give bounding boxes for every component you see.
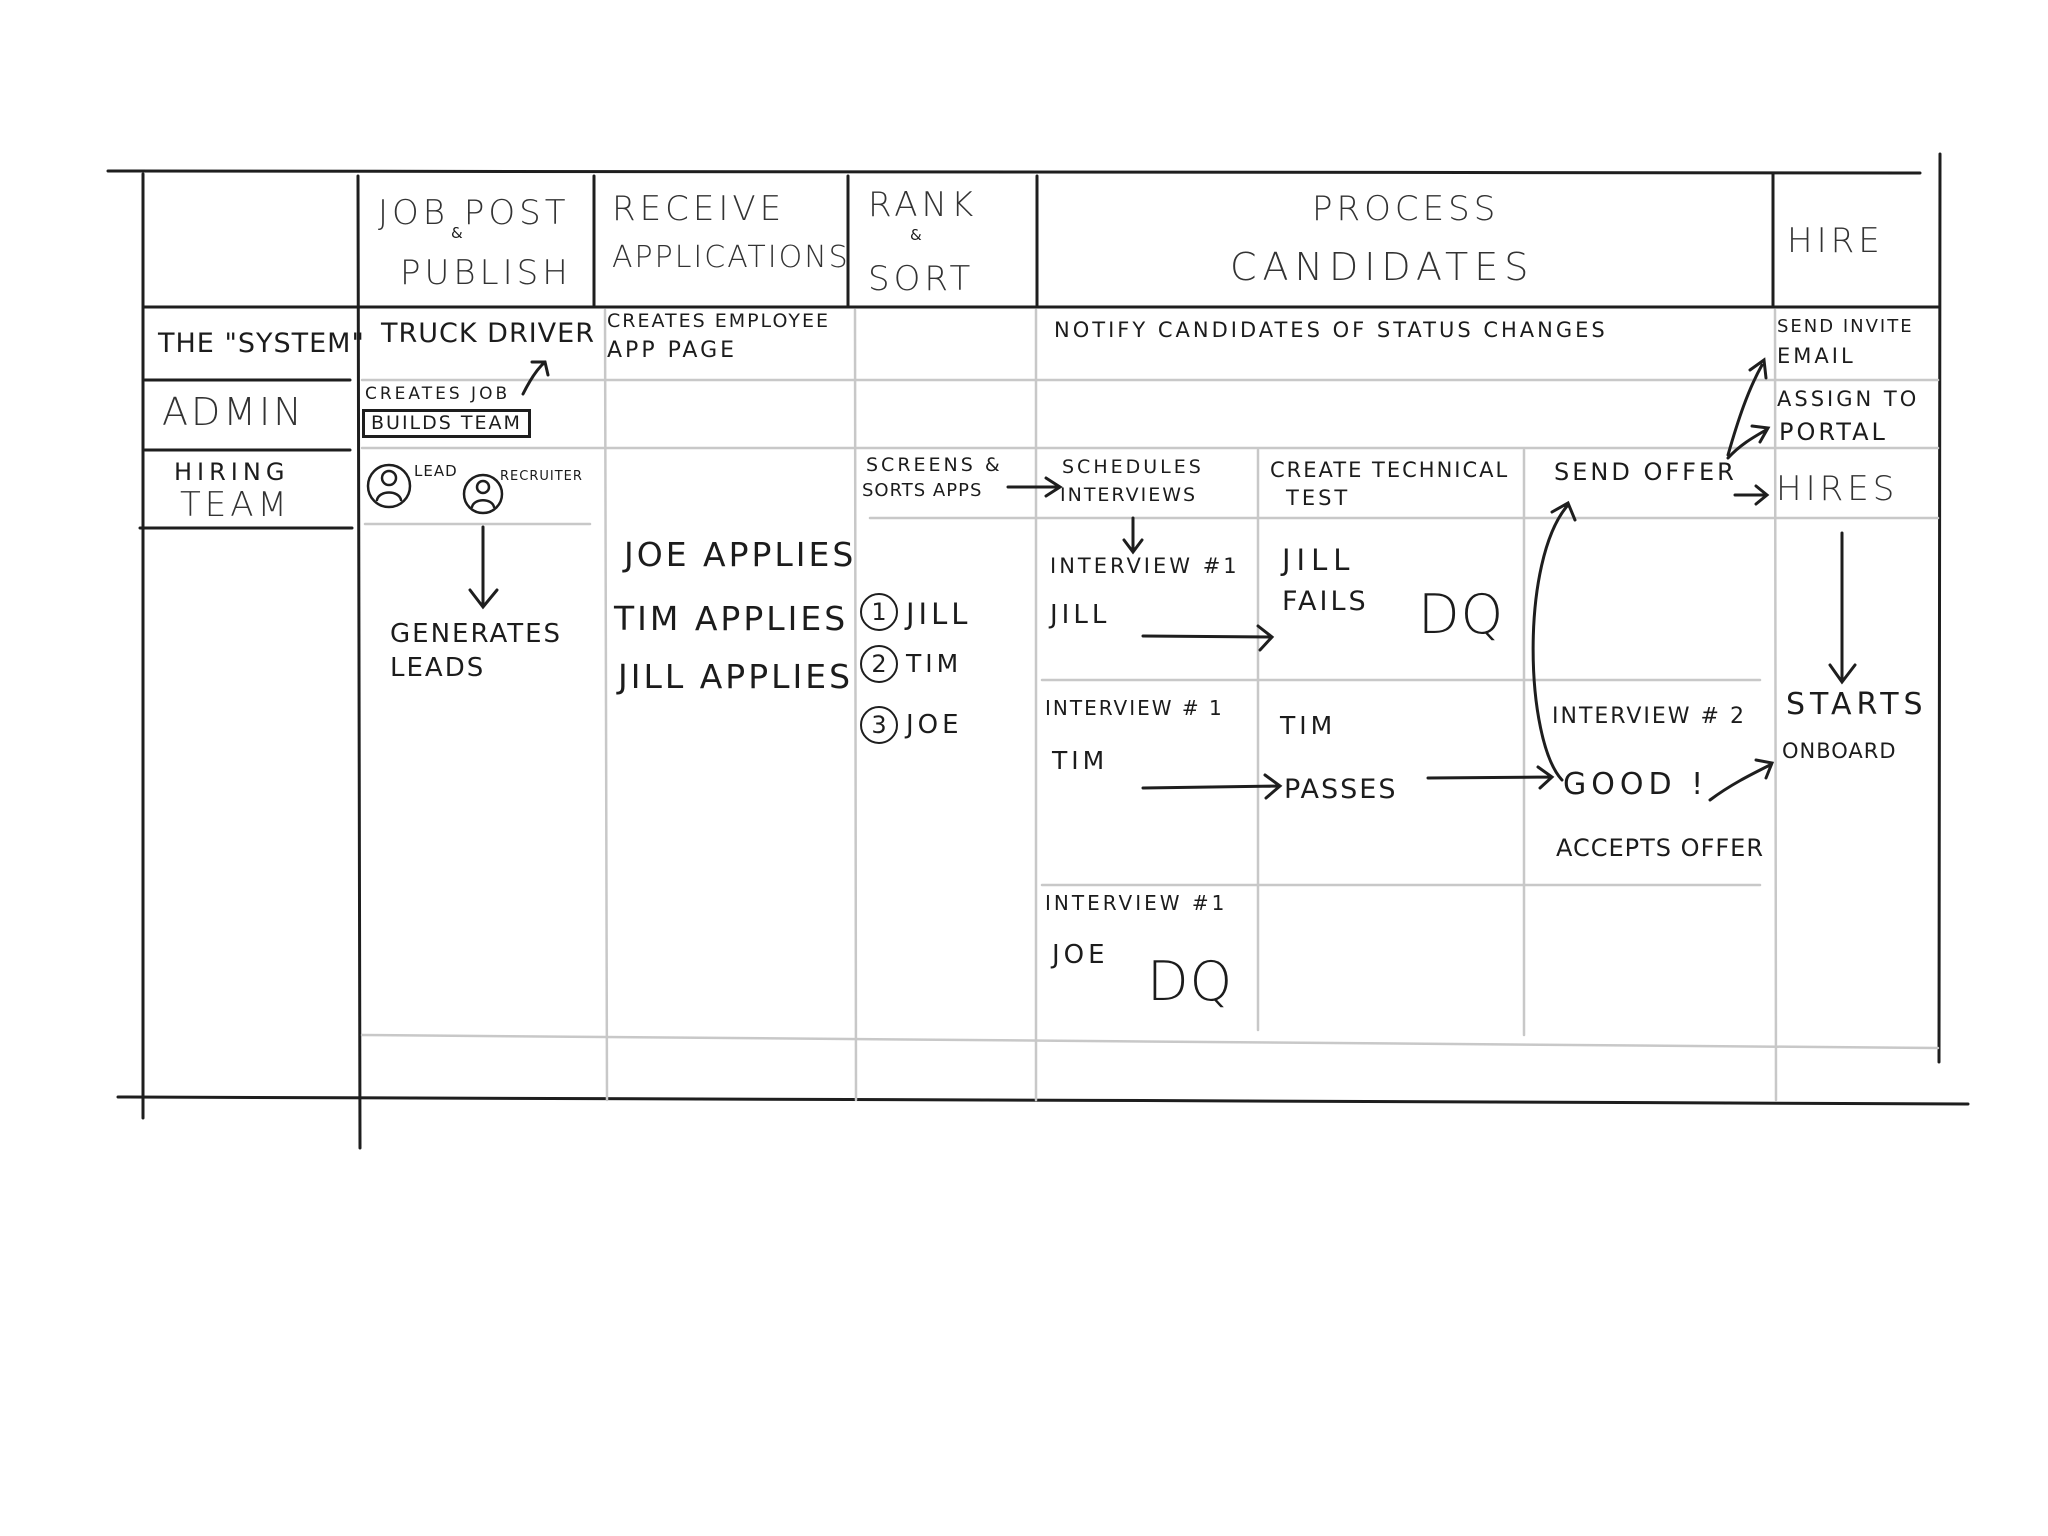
- arrow-tim-to-passes: [1141, 773, 1283, 800]
- starts-label: STARTS: [1786, 687, 1928, 722]
- header-job-post-amp: &: [451, 224, 464, 242]
- rank-2-name: TIM: [906, 649, 963, 678]
- rank-3-name: JOE: [906, 710, 963, 740]
- lane-admin: ADMIN: [162, 390, 305, 434]
- arrow-team-to-leads: [468, 525, 499, 610]
- interview1-joe-label: INTERVIEW #1: [1045, 891, 1228, 915]
- assign-portal-line2: PORTAL: [1779, 418, 1888, 446]
- frame-top: [106, 169, 1922, 175]
- recruiter-person-icon: [462, 473, 504, 515]
- jill-applies: JILL APPLIES: [618, 657, 854, 696]
- truck-driver-label: TRUCK DRIVER: [381, 318, 595, 349]
- tim-passes-name: TIM: [1280, 711, 1337, 740]
- arrow-jill-to-fails: [1141, 624, 1275, 652]
- interview2-label: INTERVIEW # 2: [1552, 704, 1746, 729]
- arrow-good-to-onboard: [1708, 758, 1775, 802]
- generates-leads-line2: LEADS: [390, 653, 486, 683]
- interview1-tim-name: TIM: [1052, 746, 1109, 775]
- frame-lane-divider: [356, 174, 362, 1150]
- rank-1-name: JILL: [906, 597, 972, 631]
- creates-app-page-line1: CREATES EMPLOYEE: [607, 310, 831, 332]
- rank-3-badge: 3: [860, 706, 898, 744]
- schedules-line1: SCHEDULES: [1062, 456, 1204, 478]
- interview1-jill-label: INTERVIEW #1: [1050, 554, 1240, 578]
- arrow-offer-to-email: [1726, 357, 1768, 457]
- header-process: PROCESS: [1312, 189, 1500, 229]
- send-offer-label: SEND OFFER: [1554, 458, 1737, 486]
- creates-app-page-line2: APP PAGE: [607, 338, 738, 363]
- tim-applies: TIM APPLIES: [614, 599, 849, 638]
- generates-leads-line1: GENERATES: [390, 619, 563, 649]
- builds-team-box: BUILDS TEAM: [362, 409, 531, 438]
- grid-v-2: [853, 308, 858, 1102]
- send-invite-line2: EMAIL: [1777, 344, 1856, 368]
- lead-person-icon: [366, 463, 412, 509]
- accepts-offer-label: ACCEPTS OFFER: [1556, 834, 1765, 862]
- jill-fails-name: JILL: [1282, 543, 1356, 577]
- lane-system: THE "SYSTEM": [158, 328, 365, 359]
- header-receive: RECEIVE: [612, 189, 786, 229]
- screens-sorts-line2: SORTS APPS: [862, 480, 983, 501]
- joe-applies: JOE APPLIES: [624, 535, 857, 574]
- notify-candidates: NOTIFY CANDIDATES OF STATUS CHANGES: [1054, 318, 1608, 342]
- header-sort: SORT: [868, 259, 975, 299]
- arrow-passes-to-good: [1426, 765, 1555, 790]
- frame-right: [1937, 152, 1942, 1064]
- interview1-tim-label: INTERVIEW # 1: [1045, 696, 1224, 720]
- create-test-line2: TEST: [1286, 486, 1351, 510]
- interview1-jill-name: JILL: [1050, 600, 1111, 630]
- header-candidates: CANDIDATES: [1230, 245, 1535, 289]
- lane-hiring: HIRING: [174, 458, 290, 486]
- lane-team: TEAM: [180, 485, 291, 525]
- header-applications: APPLICATIONS: [612, 240, 850, 275]
- arrow-hires-to-starts: [1828, 531, 1857, 685]
- schedules-line2: INTERVIEWS: [1060, 484, 1198, 506]
- rank-2-badge: 2: [860, 645, 898, 683]
- jill-fails-status: FAILS: [1282, 586, 1369, 617]
- header-rank: RANK: [868, 185, 978, 225]
- joe-dq: DQ: [1147, 950, 1234, 1013]
- frame-bottom: [116, 1095, 1970, 1106]
- grid-v-6: [1773, 308, 1778, 1102]
- onboard-label: ONBOARD: [1782, 739, 1897, 763]
- header-hire: HIRE: [1787, 221, 1884, 261]
- screens-sorts-line1: SCREENS &: [866, 454, 1003, 476]
- lead-label: LEAD: [414, 462, 458, 480]
- send-invite-line1: SEND INVITE: [1777, 316, 1914, 337]
- rank-1-badge: 1: [860, 593, 898, 631]
- arrow-creates-job-to-truck: [521, 360, 550, 396]
- arrow-schedule-to-interview: [1122, 516, 1144, 555]
- interview1-joe-name: JOE: [1052, 940, 1109, 970]
- assign-portal-line1: ASSIGN TO: [1777, 387, 1920, 411]
- grid-h-6: [360, 1033, 1940, 1050]
- arrow-screens-to-schedule: [1006, 476, 1063, 498]
- recruiter-label: RECRUITER: [500, 469, 583, 484]
- arrow-offer-to-hires: [1733, 484, 1770, 506]
- header-job-post: JOB POST: [378, 193, 570, 233]
- hires-label: HIRES: [1776, 469, 1899, 509]
- creates-job-label: CREATES JOB: [365, 384, 511, 404]
- good-label: GOOD !: [1563, 767, 1709, 802]
- grid-v-1: [603, 308, 609, 1102]
- tim-passes-status: PASSES: [1284, 774, 1398, 805]
- header-publish: PUBLISH: [400, 253, 572, 293]
- arrow-offer-to-portal: [1726, 424, 1771, 460]
- arrow-interview2-loop: [1531, 500, 1577, 782]
- create-test-line1: CREATE TECHNICAL: [1270, 458, 1510, 482]
- header-rank-amp: &: [910, 226, 923, 244]
- jill-dq: DQ: [1418, 583, 1505, 646]
